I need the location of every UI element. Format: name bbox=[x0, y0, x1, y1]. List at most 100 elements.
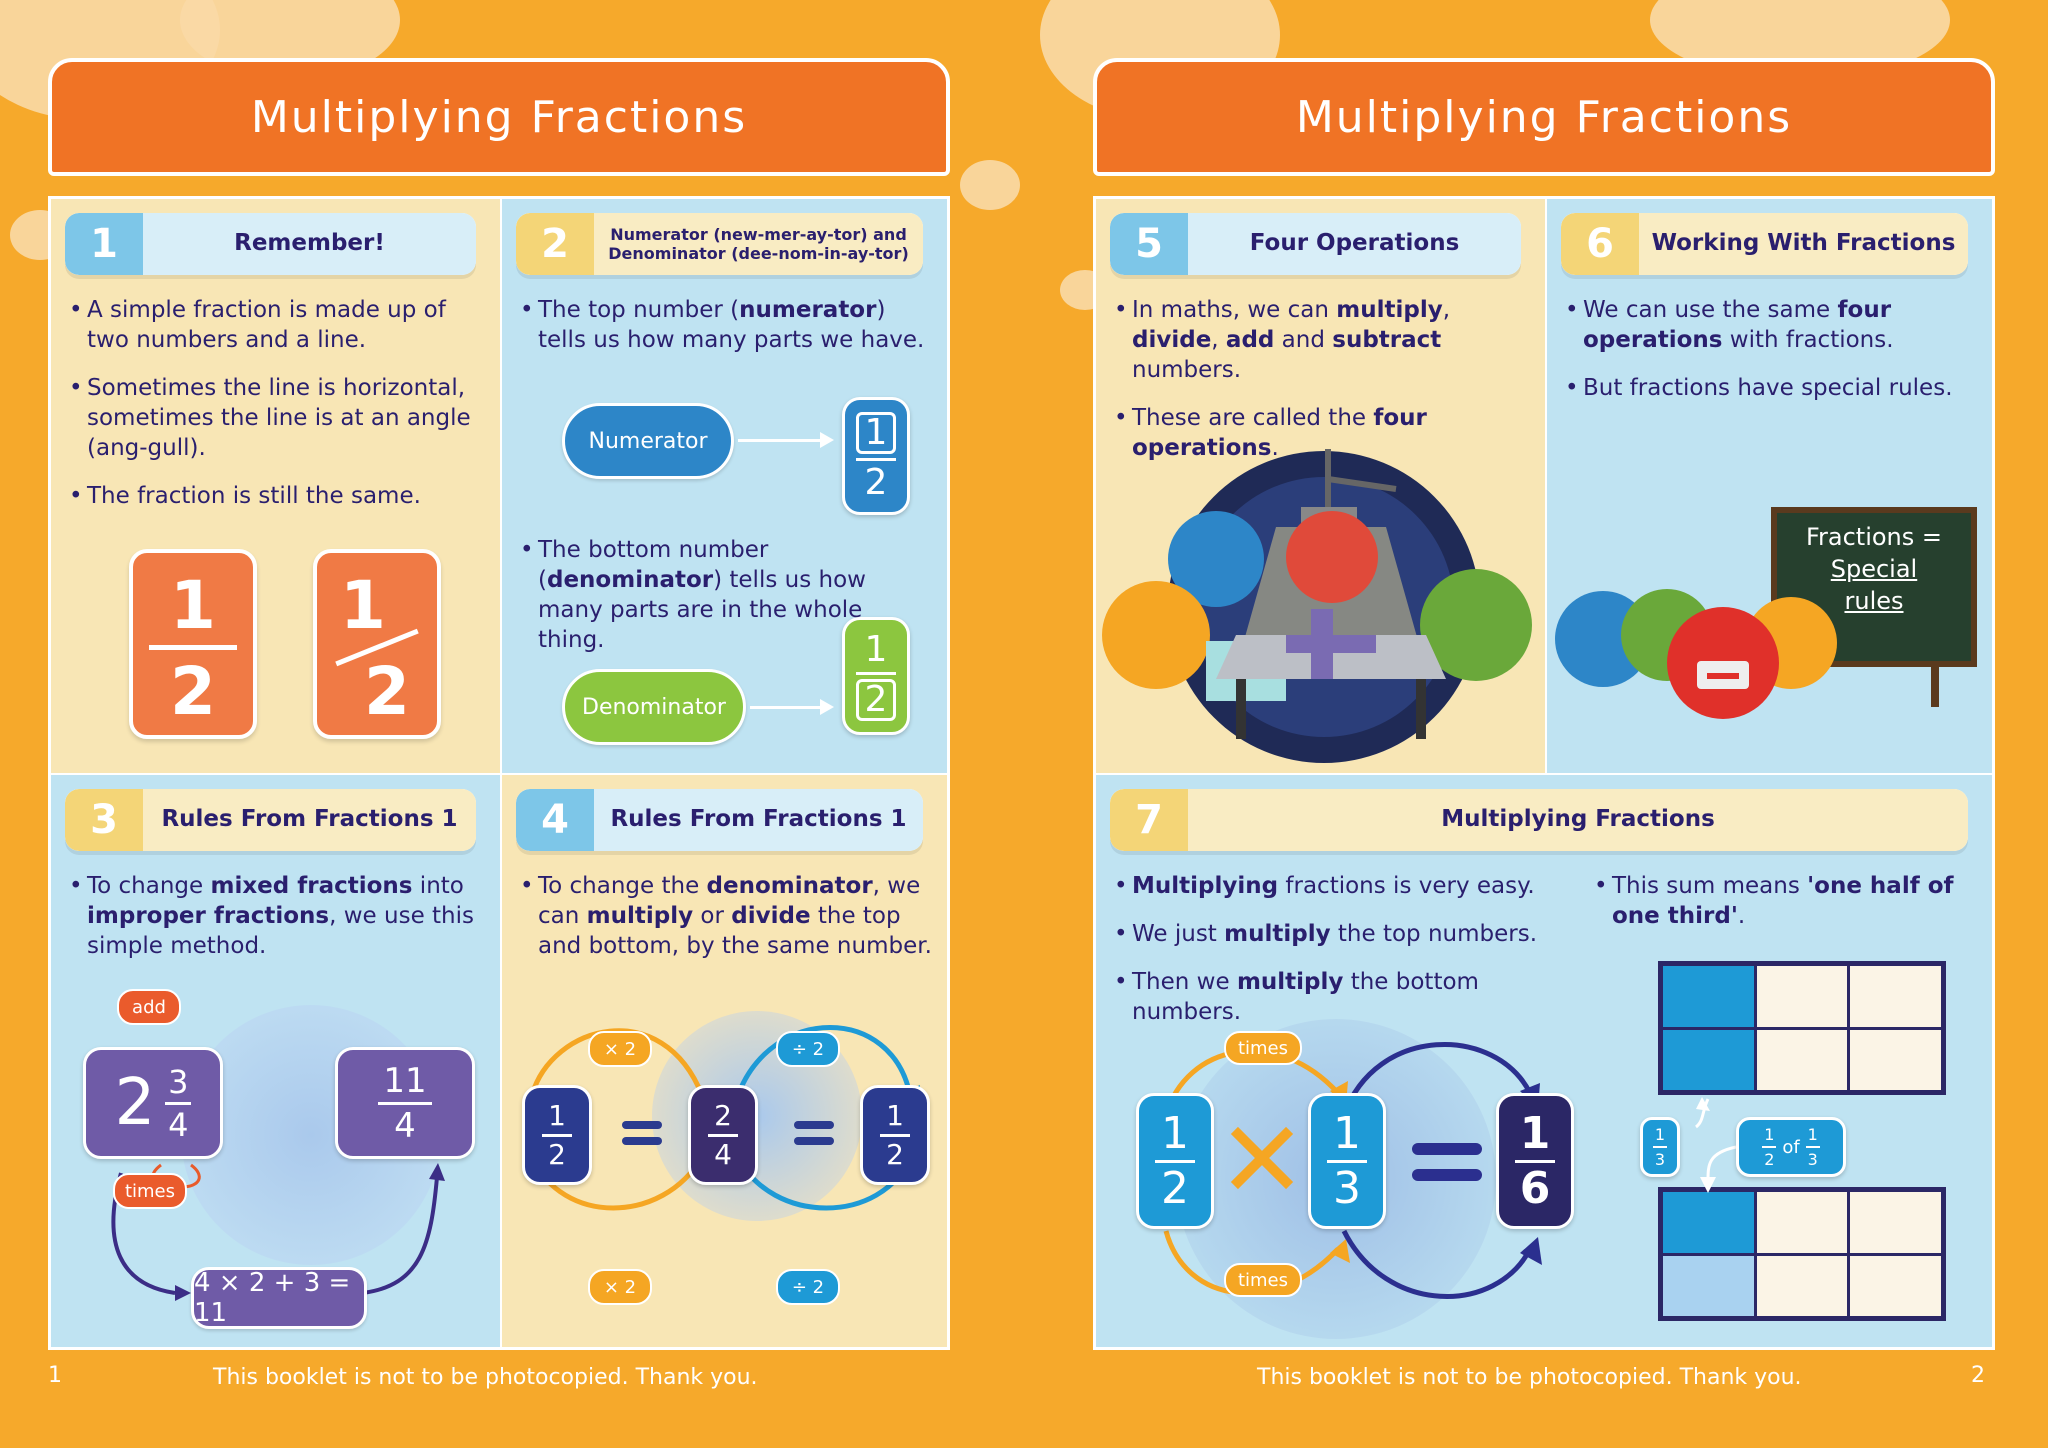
bullet-list: To change mixed fractions into improper … bbox=[67, 871, 486, 979]
section-heading: Four Operations bbox=[1188, 213, 1521, 275]
fraction-denominator: 2 bbox=[1161, 1162, 1189, 1214]
section-header: 4 Rules From Fractions 1 bbox=[516, 789, 923, 851]
fraction-denominator: 3 bbox=[1333, 1162, 1361, 1214]
text: into bbox=[412, 873, 464, 899]
section-equivalent-fractions: 4 Rules From Fractions 1 To change the d… bbox=[502, 775, 947, 1347]
chalkboard-line: Special bbox=[1830, 555, 1918, 583]
fraction-one-third: 1 3 bbox=[1308, 1093, 1386, 1229]
fraction-denominator: 4 bbox=[714, 1137, 732, 1171]
bullet-item: To change the denominator, we can multip… bbox=[518, 871, 933, 961]
times-tag: times bbox=[113, 1173, 187, 1209]
text: These are called the bbox=[1132, 405, 1374, 431]
fraction-numerator: 2 bbox=[714, 1098, 732, 1132]
grid-cell-shaded bbox=[1663, 1029, 1754, 1090]
content-grid: 1 Remember! A simple fraction is made up… bbox=[48, 196, 950, 1350]
tag-text: times bbox=[1237, 1037, 1289, 1059]
fraction-line bbox=[1515, 1159, 1555, 1163]
bullet-list: We can use the same four operations with… bbox=[1563, 295, 1978, 421]
text: , we use this simple method. bbox=[87, 903, 475, 959]
bold-text: four operations bbox=[1583, 297, 1892, 353]
page-title-bar: Multiplying Fractions bbox=[1093, 58, 1995, 176]
half-of-third-tag: 1 2 of 1 3 bbox=[1736, 1117, 1846, 1177]
fraction-numerator: 1 bbox=[170, 567, 216, 644]
section-header: 3 Rules From Fractions 1 bbox=[65, 789, 476, 851]
chalkboard: Fractions = Special rules bbox=[1771, 507, 1977, 667]
page-title: Multiplying Fractions bbox=[1295, 91, 1793, 143]
tag-text: add bbox=[132, 996, 166, 1018]
right-page: Multiplying Fractions 5 Four Operations … bbox=[1093, 58, 1995, 1390]
text: the top and bottom, by the same number. bbox=[538, 903, 932, 959]
background-cloud bbox=[960, 160, 1020, 210]
fraction-denominator: 2 bbox=[886, 1137, 904, 1171]
fraction-numerator: 1 bbox=[1333, 1107, 1361, 1159]
times-tag: times bbox=[1224, 1263, 1302, 1297]
bold-text: four operations bbox=[1132, 405, 1427, 461]
bullet-item: The top number (numerator) tells us how … bbox=[518, 295, 933, 355]
tag-text: ÷ 2 bbox=[791, 1038, 825, 1060]
section-working-with-fractions: 6 Working With Fractions We can use the … bbox=[1547, 199, 1992, 773]
bold-text: multiply bbox=[1336, 297, 1443, 323]
tag-text: × 2 bbox=[603, 1276, 637, 1298]
fraction-denominator: 2 bbox=[1764, 1150, 1775, 1169]
tag-text: times bbox=[124, 1180, 176, 1202]
section-header: 7 Multiplying Fractions bbox=[1110, 789, 1968, 851]
text: ) tells us how many parts are in the who… bbox=[538, 567, 866, 653]
section-number: 1 bbox=[65, 213, 143, 275]
section-number: 3 bbox=[65, 789, 143, 851]
copyright-footer: This booklet is not to be photocopied. T… bbox=[1257, 1365, 1802, 1390]
section-heading: Multiplying Fractions bbox=[1188, 789, 1968, 851]
bold-text: denominator bbox=[706, 873, 873, 899]
bullet-item: In maths, we can multiply, divide, add a… bbox=[1112, 295, 1531, 385]
arrow-head bbox=[820, 432, 834, 448]
fraction-line bbox=[165, 1101, 192, 1105]
cycle-arrows bbox=[524, 1025, 920, 1211]
denominator-fraction: 1 2 bbox=[842, 617, 910, 735]
fraction-numerator: 1 bbox=[1161, 1107, 1189, 1159]
arrow-right bbox=[750, 706, 824, 709]
section-header: 2 Numerator (new-mer-ay-tor) and Denomin… bbox=[516, 213, 923, 275]
bold-text: numerator bbox=[739, 297, 877, 323]
section-numerator-denominator: 2 Numerator (new-mer-ay-tor) and Denomin… bbox=[502, 199, 947, 773]
pill-text: Denominator bbox=[582, 694, 726, 720]
text: , bbox=[1211, 327, 1226, 353]
fraction-part: 1 2 bbox=[1762, 1125, 1777, 1169]
section-mixed-to-improper: 3 Rules From Fractions 1 To change mixed… bbox=[51, 775, 500, 1347]
left-page: Multiplying Fractions 1 Remember! A simp… bbox=[48, 58, 950, 1390]
section-heading: Numerator (new-mer-ay-tor) and Denominat… bbox=[594, 213, 923, 275]
text: numbers. bbox=[1132, 357, 1242, 383]
mixed-fraction-box: 2 3 4 bbox=[83, 1047, 223, 1159]
fraction-denominator: 2 bbox=[548, 1137, 566, 1171]
heading-line: Numerator (new-mer-ay-tor) and bbox=[610, 224, 907, 244]
section-heading: Rules From Fractions 1 bbox=[143, 789, 476, 851]
section-header: 5 Four Operations bbox=[1110, 213, 1521, 275]
section-number: 2 bbox=[516, 213, 594, 275]
fraction-numerator: 11 bbox=[383, 1060, 427, 1101]
fraction-numerator: 1 bbox=[1807, 1125, 1818, 1144]
bullet-item: Multiplying fractions is very easy. bbox=[1112, 871, 1572, 901]
fraction-numerator: 1 bbox=[548, 1098, 566, 1132]
text: and bbox=[1274, 327, 1333, 353]
bold-text: Multiplying bbox=[1132, 873, 1279, 899]
grid-cell bbox=[1756, 1029, 1848, 1090]
bold-text: multiply bbox=[586, 903, 694, 929]
bold-text: divide bbox=[1132, 327, 1212, 353]
fraction-line bbox=[542, 1133, 572, 1137]
multiply-by-2-tag: × 2 bbox=[588, 1031, 652, 1067]
chalkboard-line: Fractions = bbox=[1805, 523, 1943, 551]
bullet-item: A simple fraction is made up of two numb… bbox=[67, 295, 486, 355]
fraction-part: 3 4 bbox=[165, 1066, 192, 1141]
section-heading: Rules From Fractions 1 bbox=[594, 789, 923, 851]
bullet-list: In maths, we can multiply, divide, add a… bbox=[1112, 295, 1531, 481]
text: The top number ( bbox=[538, 297, 740, 323]
one-sixth-grid bbox=[1658, 1187, 1946, 1321]
horizontal-fraction-card: 1 2 bbox=[129, 549, 257, 739]
fraction-one-half: 1 2 bbox=[522, 1085, 592, 1185]
section-number: 7 bbox=[1110, 789, 1188, 851]
bullet-list: To change the denominator, we can multip… bbox=[518, 871, 933, 979]
operation-characters-illustration bbox=[1102, 449, 1532, 763]
section-number: 4 bbox=[516, 789, 594, 851]
grid-cell bbox=[1756, 966, 1848, 1027]
bullet-item: Sometimes the line is horizontal, someti… bbox=[67, 373, 486, 463]
page-title-bar: Multiplying Fractions bbox=[48, 58, 950, 176]
grid-cell-shaded bbox=[1663, 1192, 1754, 1253]
